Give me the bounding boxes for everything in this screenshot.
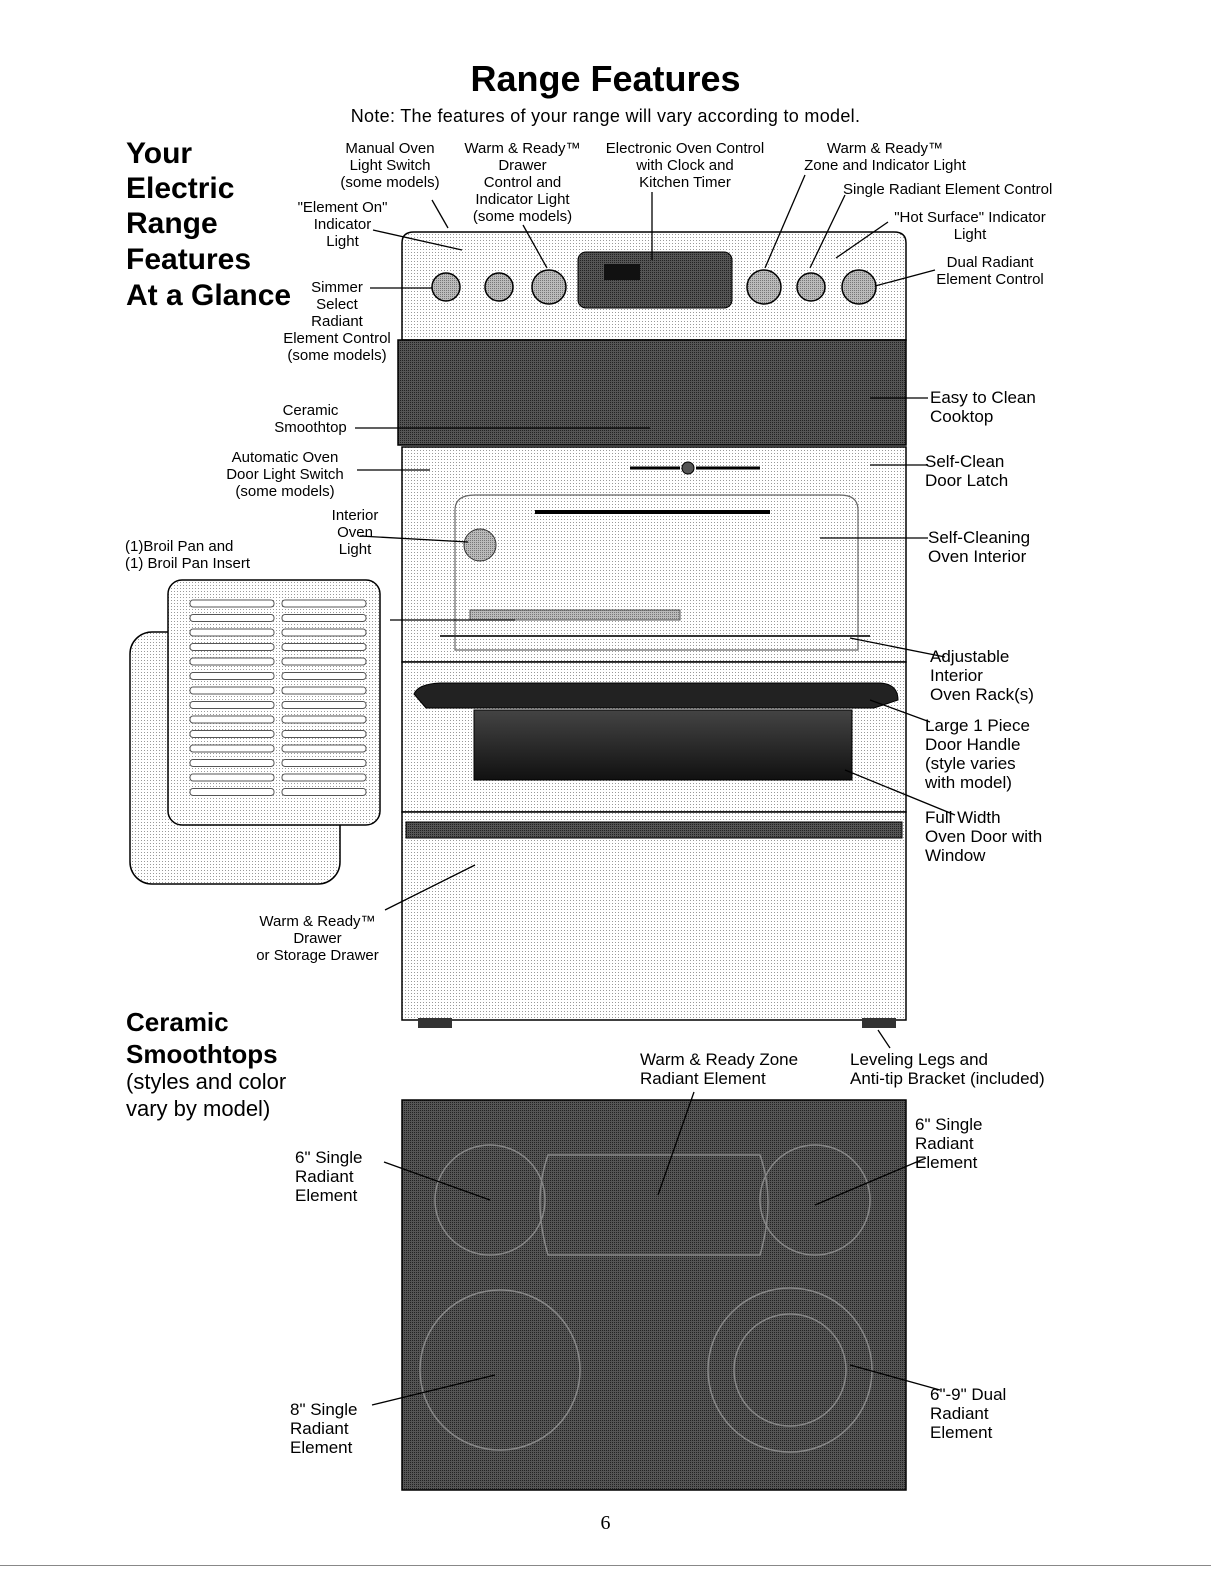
broil-pan-slot: [189, 773, 275, 782]
broil-pan-slot: [281, 744, 367, 753]
broil-pan-slot: [281, 788, 367, 796]
label-full-width-door: Full Width Oven Door with Window: [925, 808, 1043, 865]
storage-drawer: [401, 811, 907, 1028]
broil-pan-slot: [189, 686, 275, 695]
leader-lines: [355, 174, 956, 1406]
label-warm-ready-drawer-control: Warm & Ready™ Drawer Control and Indicat…: [464, 140, 581, 225]
broil-pan-slot: [189, 744, 275, 753]
broil-pan-slot: [189, 730, 275, 738]
broil-pan-slot: [281, 759, 367, 767]
side-heading-1: Your: [126, 137, 193, 170]
label-self-cleaning-interior: Self-Cleaning Oven Interior: [928, 528, 1031, 566]
label-broil-pan: (1)Broil Pan and (1) Broil Pan Insert: [125, 538, 251, 572]
ceramic-heading-1: Ceramic: [126, 1007, 229, 1037]
label-leveling-legs: Leveling Legs and Anti-tip Bracket (incl…: [850, 1050, 1045, 1088]
label-hot-surface-indicator: "Hot Surface" Indicator Light: [894, 209, 1046, 243]
broil-pan-slot: [189, 657, 275, 666]
label-dual-6-9: 6"-9" Dual Radiant Element: [930, 1385, 1007, 1442]
label-adjustable-rack: Adjustable Interior Oven Rack(s): [930, 647, 1034, 704]
broil-pan-slot: [281, 672, 367, 680]
broil-pan-slot: [189, 788, 275, 796]
broil-pan-slot: [281, 628, 367, 637]
broil-pan-slot: [189, 759, 275, 767]
page-number: 6: [600, 1512, 611, 1534]
label-door-handle: Large 1 Piece Door Handle (style varies …: [925, 716, 1030, 792]
ceramic-note-1: (styles and color: [126, 1069, 287, 1094]
broil-pan-slot: [281, 614, 367, 622]
label-six-single-right: 6" Single Radiant Element: [915, 1115, 983, 1172]
oven-door: [401, 661, 907, 813]
label-interior-light: Interior Oven Light: [331, 507, 379, 558]
broil-pan-slot: [189, 672, 275, 680]
side-heading-4: Features: [126, 243, 252, 276]
label-easy-clean-cooktop: Easy to Clean Cooktop: [930, 388, 1036, 426]
broil-pan-slot: [281, 701, 367, 709]
label-manual-oven-light: Manual Oven Light Switch (some models): [340, 140, 440, 191]
label-warm-ready-zone: Warm & Ready™ Zone and Indicator Light: [804, 140, 966, 174]
ceramic-heading-2: Smoothtops: [126, 1039, 278, 1069]
broil-pan-slot: [189, 701, 275, 709]
label-dual-radiant-control: Dual Radiant Element Control: [936, 254, 1044, 288]
broil-pan-slot: [281, 686, 367, 695]
broil-pan-slot: [189, 614, 275, 622]
control-panel: [401, 231, 907, 341]
label-warm-ready-drawer: Warm & Ready™ Drawer or Storage Drawer: [256, 913, 379, 964]
page-bottom-rule: [0, 1565, 1211, 1566]
label-self-clean-latch: Self-Clean Door Latch: [925, 452, 1009, 490]
broil-pan-slot: [189, 599, 275, 608]
broil-pan-slot: [281, 730, 367, 738]
broil-pan-slot: [189, 628, 275, 637]
label-auto-door-light: Automatic Oven Door Light Switch (some m…: [226, 449, 344, 500]
broil-pan-slots: [189, 599, 367, 796]
side-heading-5: At a Glance: [126, 279, 292, 312]
side-heading-3: Range: [126, 207, 218, 240]
label-ceramic-smoothtop: Ceramic Smoothtop: [274, 402, 347, 436]
cooktop-band: [397, 339, 907, 446]
label-warm-ready-zone-element: Warm & Ready Zone Radiant Element: [640, 1050, 799, 1088]
label-six-single-left: 6" Single Radiant Element: [295, 1148, 363, 1205]
broil-pan-slot: [281, 599, 367, 608]
broil-pan-slot: [281, 773, 367, 782]
broil-pan-slot: [281, 643, 367, 651]
interior-light-bulb: [463, 528, 497, 562]
page-title: Range Features: [470, 58, 741, 99]
broil-pan-slot: [189, 715, 275, 724]
broil-pan-slot: [281, 715, 367, 724]
broil-pan-slot: [189, 643, 275, 651]
page-note: Note: The features of your range will va…: [350, 106, 861, 126]
label-element-on-indicator: "Element On" Indicator Light: [297, 199, 388, 250]
broil-pan-slot: [281, 657, 367, 666]
ceramic-smoothtop: [401, 1099, 907, 1491]
label-single-radiant-control: Single Radiant Element Control: [843, 181, 1053, 198]
label-electronic-oven-control: Electronic Oven Control with Clock and K…: [605, 140, 765, 191]
ceramic-note-2: vary by model): [126, 1096, 271, 1121]
label-simmer-select: Simmer Select Radiant Element Control (s…: [283, 279, 391, 364]
label-eight-single: 8" Single Radiant Element: [290, 1400, 358, 1457]
control-knobs: [431, 269, 877, 305]
side-heading-2: Electric: [126, 172, 235, 205]
